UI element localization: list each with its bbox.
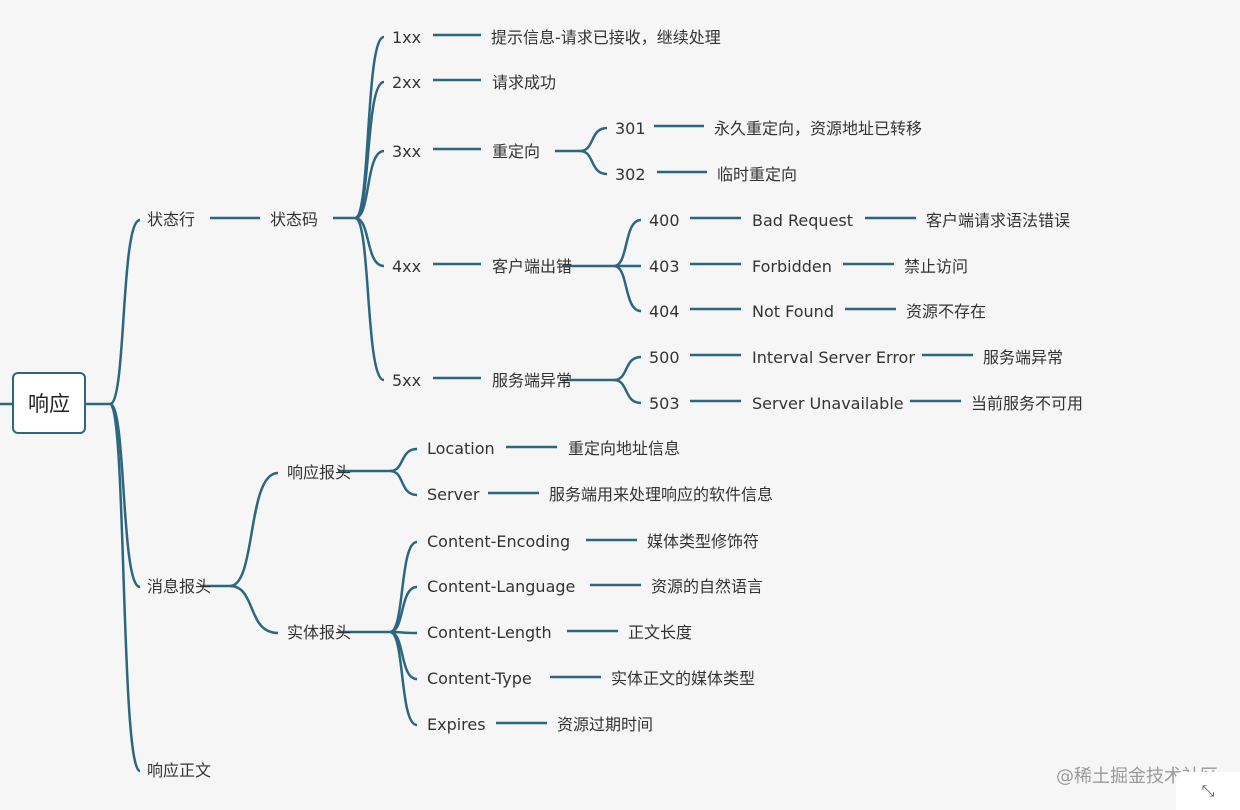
connector-5xx-503: [613, 378, 642, 405]
connector-5xx-500: [613, 355, 642, 382]
node-message-header[interactable]: 消息报头: [147, 577, 212, 596]
node-code-2xx[interactable]: 2xx: [392, 73, 422, 92]
root-node-label: 响应: [28, 392, 70, 416]
expand-icon: ⤡: [1201, 781, 1215, 800]
node-code-4xx-desc[interactable]: 客户端出错: [492, 257, 573, 276]
connector-entity-expires: [389, 630, 418, 727]
node-400-desc[interactable]: 客户端请求语法错误: [926, 211, 1071, 230]
expand-button[interactable]: ⤡: [1176, 772, 1240, 810]
connector-4xx-404: [613, 264, 642, 313]
node-302-desc[interactable]: 临时重定向: [717, 165, 798, 184]
node-code-1xx-desc[interactable]: 提示信息-请求已接收，继续处理: [491, 28, 721, 47]
connector-status-code-5xx: [354, 216, 385, 382]
node-500-name[interactable]: Interval Server Error: [752, 348, 915, 367]
node-content-encoding-desc[interactable]: 媒体类型修饰符: [647, 532, 760, 551]
node-location[interactable]: Location: [427, 439, 495, 458]
node-code-4xx[interactable]: 4xx: [392, 257, 422, 276]
node-code-5xx[interactable]: 5xx: [392, 371, 422, 390]
connector-entity-encoding: [389, 540, 418, 634]
node-response-body[interactable]: 响应正文: [147, 761, 212, 780]
node-server[interactable]: Server: [427, 485, 480, 504]
node-expires[interactable]: Expires: [427, 715, 486, 734]
node-403-name[interactable]: Forbidden: [752, 257, 832, 276]
connector-root-status-line: [108, 218, 141, 406]
connector-message-header-response: [229, 471, 279, 588]
node-503-name[interactable]: Server Unavailable: [752, 394, 904, 413]
node-500[interactable]: 500: [649, 348, 680, 367]
node-302[interactable]: 302: [615, 165, 646, 184]
node-content-type[interactable]: Content-Type: [427, 669, 532, 688]
node-500-desc[interactable]: 服务端异常: [983, 348, 1064, 367]
node-status-line[interactable]: 状态行: [147, 210, 196, 229]
node-code-3xx[interactable]: 3xx: [392, 142, 422, 161]
connector-root-response-body: [108, 402, 142, 773]
node-code-3xx-desc[interactable]: 重定向: [492, 142, 541, 161]
connector-response-server: [389, 469, 418, 497]
node-code-5xx-desc[interactable]: 服务端异常: [492, 371, 573, 390]
connector-entity-type: [389, 630, 418, 681]
node-403[interactable]: 403: [649, 257, 680, 276]
connector-status-code-4xx: [354, 216, 385, 268]
node-server-desc[interactable]: 服务端用来处理响应的软件信息: [549, 485, 774, 504]
node-503-desc[interactable]: 当前服务不可用: [971, 394, 1084, 413]
connector-4xx-400: [613, 218, 642, 268]
node-301[interactable]: 301: [615, 119, 646, 138]
node-content-length[interactable]: Content-Length: [427, 623, 552, 642]
node-301-desc[interactable]: 永久重定向，资源地址已转移: [714, 119, 923, 138]
connector-root-message-header: [108, 402, 141, 589]
node-400[interactable]: 400: [649, 211, 680, 230]
node-response-header[interactable]: 响应报头: [287, 463, 352, 482]
connector-3xx-302: [579, 149, 608, 176]
connector-entity-language: [389, 585, 418, 634]
node-content-language-desc[interactable]: 资源的自然语言: [651, 577, 764, 596]
node-content-type-desc[interactable]: 实体正文的媒体类型: [611, 669, 756, 688]
node-content-length-desc[interactable]: 正文长度: [628, 623, 693, 642]
node-404-desc[interactable]: 资源不存在: [906, 302, 987, 321]
node-400-name[interactable]: Bad Request: [752, 211, 854, 230]
node-code-2xx-desc[interactable]: 请求成功: [492, 73, 557, 92]
node-503[interactable]: 503: [649, 394, 680, 413]
node-404[interactable]: 404: [649, 302, 680, 321]
connector-message-header-entity: [229, 584, 279, 635]
node-expires-desc[interactable]: 资源过期时间: [557, 715, 654, 734]
connector-3xx-301: [579, 126, 608, 153]
node-content-encoding[interactable]: Content-Encoding: [427, 532, 571, 551]
connector-status-code-3xx: [354, 149, 385, 220]
root-node[interactable]: 响应: [12, 372, 86, 434]
node-location-desc[interactable]: 重定向地址信息: [568, 439, 681, 458]
connector-response-location: [389, 447, 418, 473]
node-entity-header[interactable]: 实体报头: [287, 623, 352, 642]
node-404-name[interactable]: Not Found: [752, 302, 834, 321]
node-content-language[interactable]: Content-Language: [427, 577, 576, 596]
connector-status-code-2xx: [354, 80, 385, 220]
node-code-1xx[interactable]: 1xx: [392, 28, 422, 47]
node-status-code[interactable]: 状态码: [270, 210, 319, 229]
node-403-desc[interactable]: 禁止访问: [904, 257, 969, 276]
